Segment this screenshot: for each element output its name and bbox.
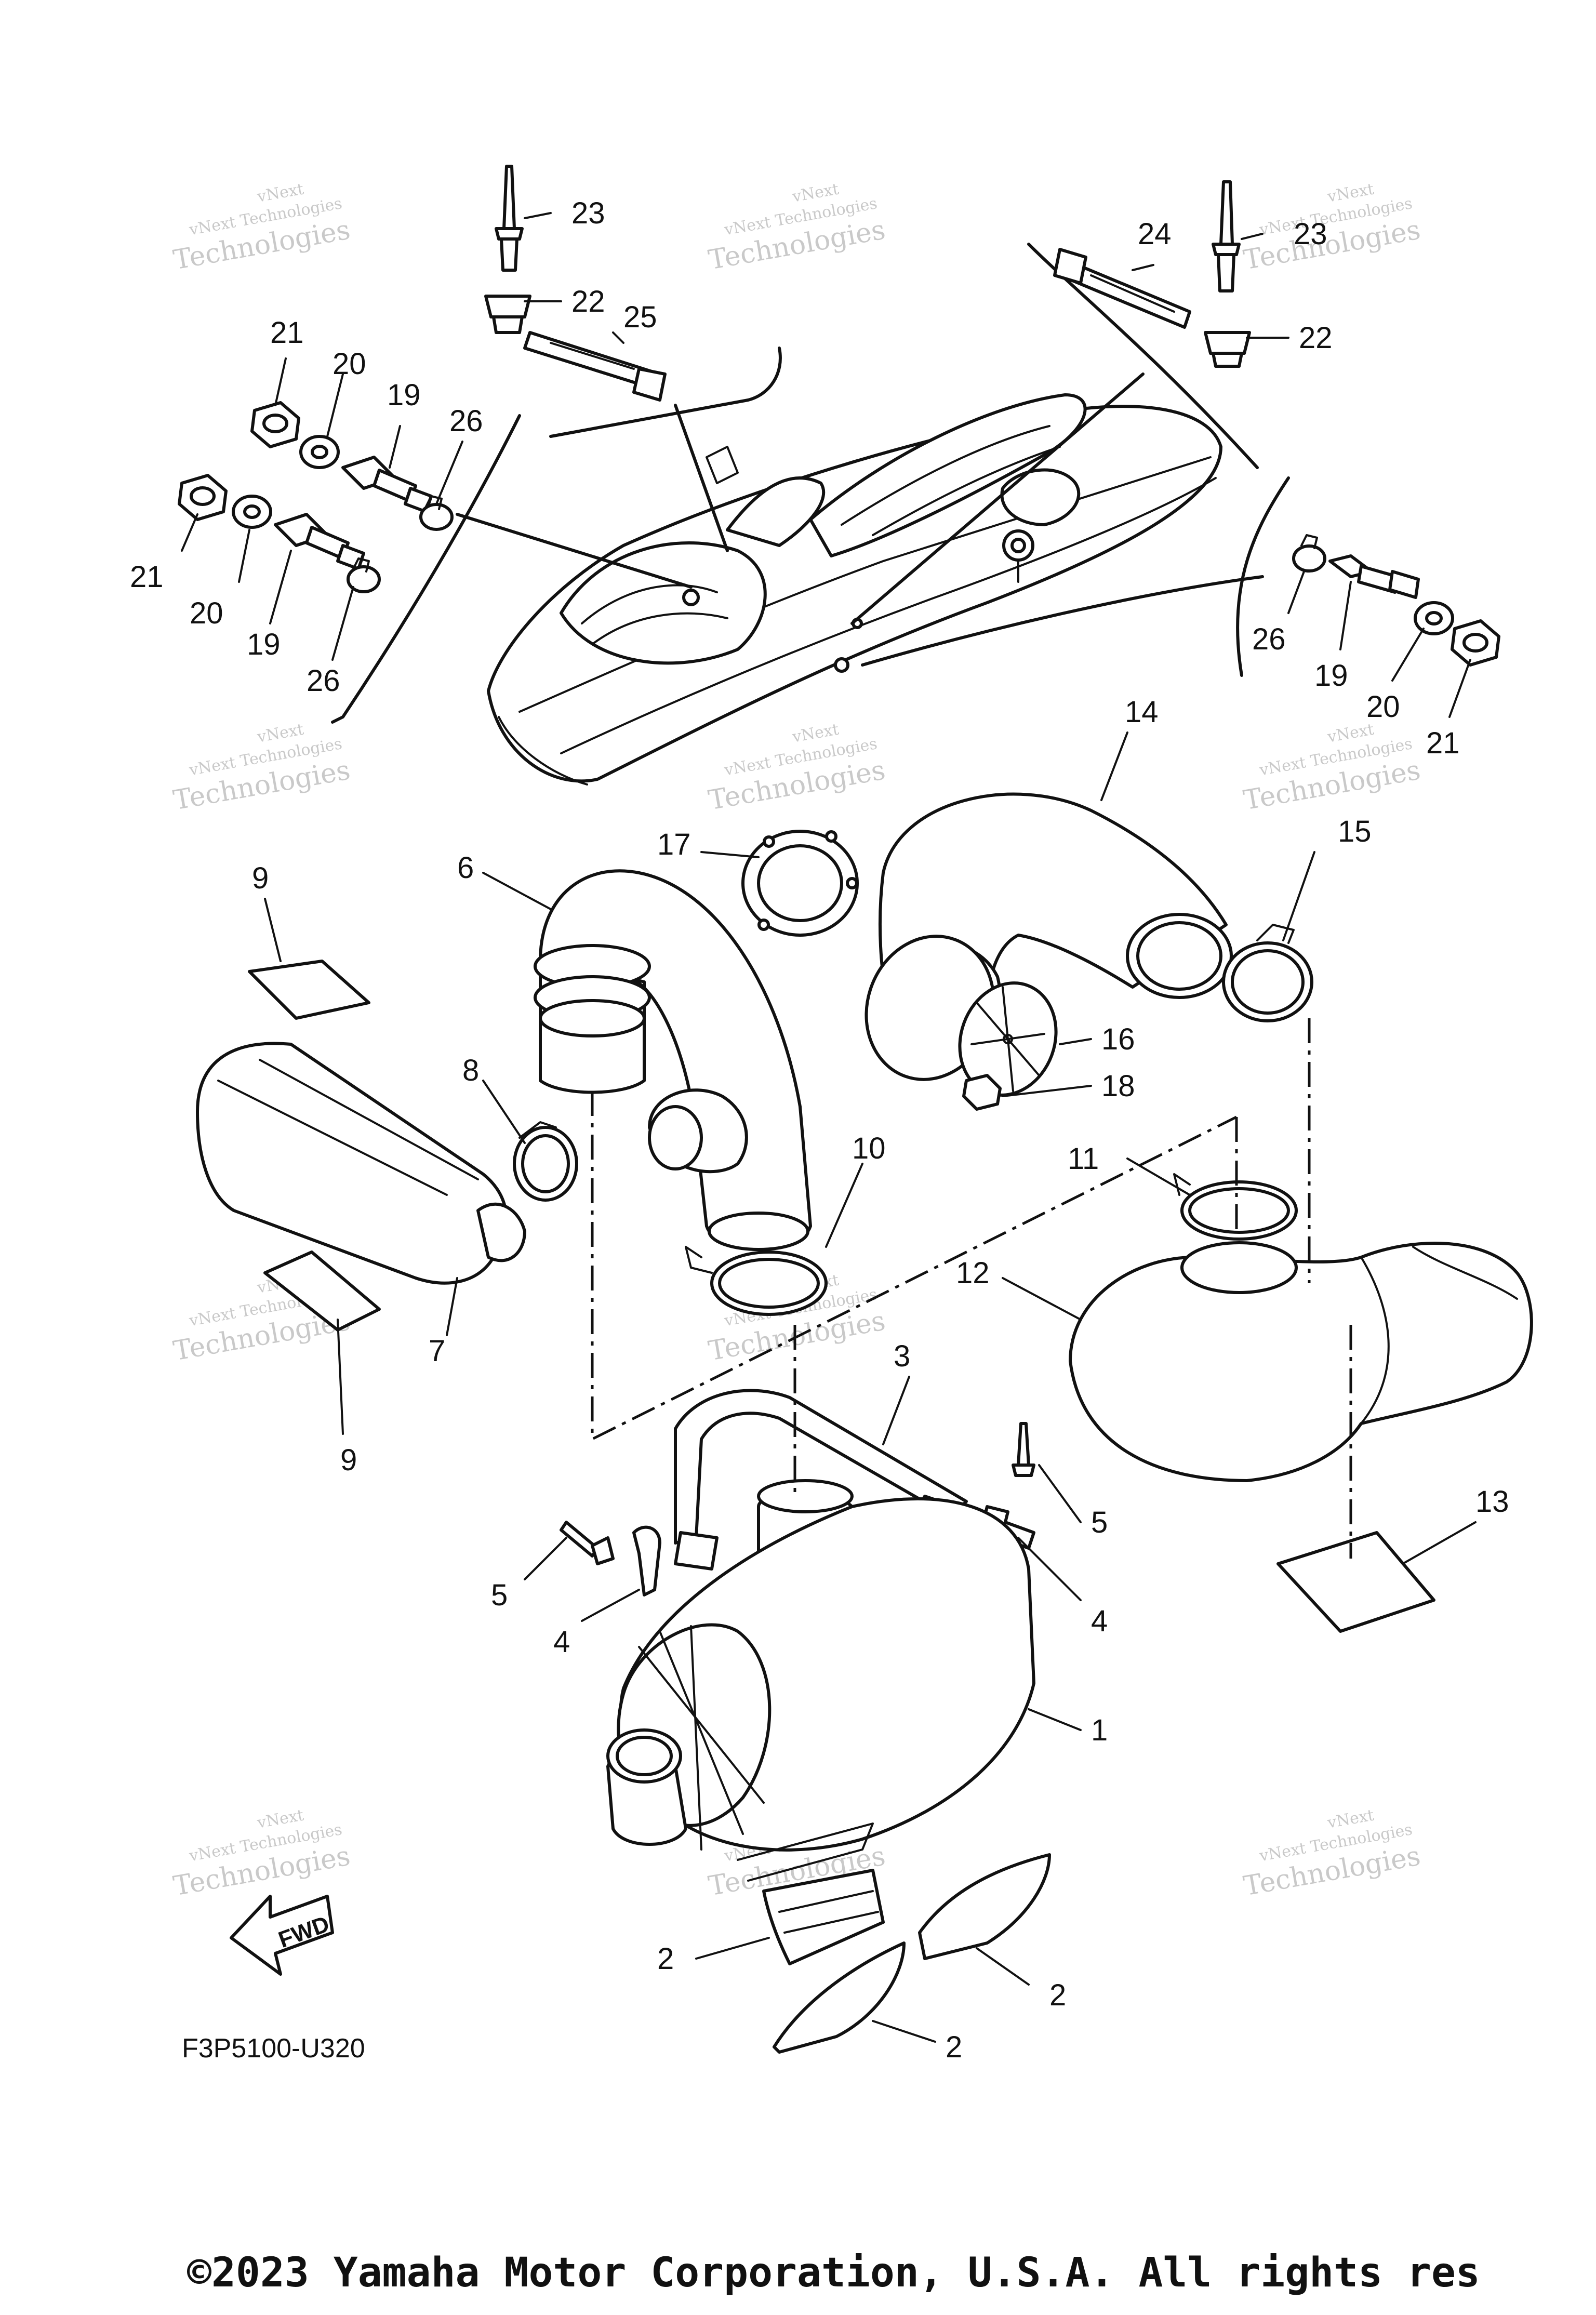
heat-shield-2-c — [773, 1941, 906, 2054]
fitting-19-a — [341, 456, 433, 513]
pad-9-lower — [263, 1250, 381, 1332]
callout-10: 10 — [852, 1132, 886, 1165]
flange-gasket-17 — [741, 830, 859, 937]
hose-clamp-26-a — [419, 495, 454, 531]
cable-tie-25 — [523, 331, 667, 402]
callout-22: 22 — [571, 285, 605, 318]
screw-23-right — [1212, 180, 1241, 292]
callout-numbers: 23 22 25 24 23 22 21 20 19 26 21 20 19 2… — [130, 196, 1509, 2064]
callout-leaders — [181, 212, 1477, 2043]
callout-19: 19 — [387, 378, 421, 412]
callout-23: 23 — [571, 196, 605, 230]
washer-20-c — [1414, 601, 1454, 635]
callout-16: 16 — [1101, 1022, 1135, 1056]
watermark: vNext vNext Technologies Technologies — [171, 1806, 352, 1902]
hose-clamp-11 — [1173, 1173, 1298, 1241]
callout-11: 11 — [1068, 1142, 1099, 1176]
copyright-notice: ©2023 Yamaha Motor Corporation, U.S.A. A… — [187, 2250, 1480, 2296]
callout-26: 26 — [1252, 622, 1286, 656]
rivet-5-left — [560, 1521, 615, 1565]
callout-24: 24 — [1138, 217, 1172, 251]
callout-20: 20 — [1366, 690, 1400, 724]
flange-nut-21-c — [1451, 619, 1500, 667]
left-bracket-group — [178, 165, 782, 724]
callout-14: 14 — [1125, 695, 1159, 729]
callout-4: 4 — [553, 1625, 570, 1659]
assembly-lines — [591, 1018, 1352, 1559]
callout-21: 21 — [1426, 726, 1460, 760]
callout-2: 2 — [657, 1942, 674, 1976]
watermark: vNext vNext Technologies Technologies — [706, 721, 887, 817]
callout-17: 17 — [657, 828, 691, 861]
heat-shield-2-b — [918, 1853, 1051, 1960]
nut-clip-22-right — [1204, 331, 1251, 368]
hose-clamp-15 — [1222, 924, 1313, 1022]
cable-tie-24 — [1053, 248, 1191, 329]
callout-21: 21 — [130, 560, 164, 594]
callout-21: 21 — [270, 316, 304, 350]
callout-15: 15 — [1338, 815, 1372, 848]
callout-26: 26 — [307, 664, 340, 698]
callout-2: 2 — [946, 2030, 962, 2064]
right-bracket-group — [1027, 180, 1500, 677]
mount-leader-lines — [456, 372, 1264, 667]
nut-clip-22-left — [484, 295, 531, 334]
pad-13 — [1276, 1531, 1435, 1633]
muffler-1 — [606, 1479, 1035, 1882]
flange-nut-21-a — [250, 401, 300, 448]
callout-13: 13 — [1475, 1485, 1509, 1519]
callout-9: 9 — [340, 1443, 357, 1477]
callout-26: 26 — [449, 404, 483, 438]
baffle-plate-16 — [864, 935, 1058, 1097]
fwd-arrow-icon: FWD — [230, 1895, 334, 1976]
callout-1: 1 — [1091, 1713, 1108, 1747]
heat-shield-2-a — [762, 1869, 885, 1965]
pad-9-upper — [248, 960, 370, 1020]
diagram-code: F3P5100-U320 — [182, 2033, 365, 2064]
washer-20-b — [232, 495, 272, 529]
callout-22: 22 — [1299, 321, 1333, 355]
watermark: vNext vNext Technologies Technologies — [171, 180, 352, 276]
callout-23: 23 — [1294, 217, 1327, 251]
watermark: vNext vNext Technologies Technologies — [1241, 180, 1422, 276]
callout-19: 19 — [1314, 659, 1348, 693]
watermark: vNext vNext Technologies Technologies — [171, 721, 352, 817]
exhaust-elbow-6 — [534, 869, 812, 1251]
nut-18 — [962, 1074, 1002, 1111]
callout-20: 20 — [190, 596, 223, 630]
hose-clamp-26-b — [347, 557, 381, 593]
callout-5: 5 — [1091, 1506, 1108, 1539]
screw-23-left — [495, 165, 524, 272]
callout-19: 19 — [247, 628, 281, 661]
hose-clamp-8 — [513, 1121, 578, 1202]
watermark: vNext vNext Technologies Technologies — [706, 180, 887, 276]
rivet-5-right — [1012, 1422, 1035, 1477]
hose-clamp-26-c — [1292, 534, 1326, 573]
callout-6: 6 — [457, 851, 474, 885]
callout-9: 9 — [252, 861, 269, 895]
callout-8: 8 — [462, 1054, 479, 1087]
callout-18: 18 — [1101, 1069, 1135, 1103]
callout-2: 2 — [1049, 1978, 1066, 2012]
fitting-19-c — [1328, 554, 1420, 599]
bracket-4-left — [632, 1525, 661, 1596]
fitting-19-b — [274, 513, 365, 570]
watermark: vNext vNext Technologies Technologies — [1241, 1806, 1422, 1902]
water-box-12 — [1069, 1241, 1533, 1482]
callout-3: 3 — [894, 1339, 910, 1373]
watermark: vNext vNext Technologies Technologies — [1241, 721, 1422, 817]
callout-25: 25 — [623, 300, 657, 334]
hose-clamp-10 — [685, 1246, 828, 1316]
washer-20-a — [299, 435, 340, 469]
water-lock-7 — [196, 1042, 526, 1285]
flange-nut-21-b — [178, 474, 228, 521]
callout-4: 4 — [1091, 1604, 1108, 1638]
watercraft-illustration — [487, 393, 1222, 786]
callout-20: 20 — [332, 347, 366, 381]
callout-7: 7 — [429, 1334, 445, 1368]
callout-5: 5 — [491, 1578, 508, 1612]
callout-12: 12 — [956, 1256, 990, 1290]
